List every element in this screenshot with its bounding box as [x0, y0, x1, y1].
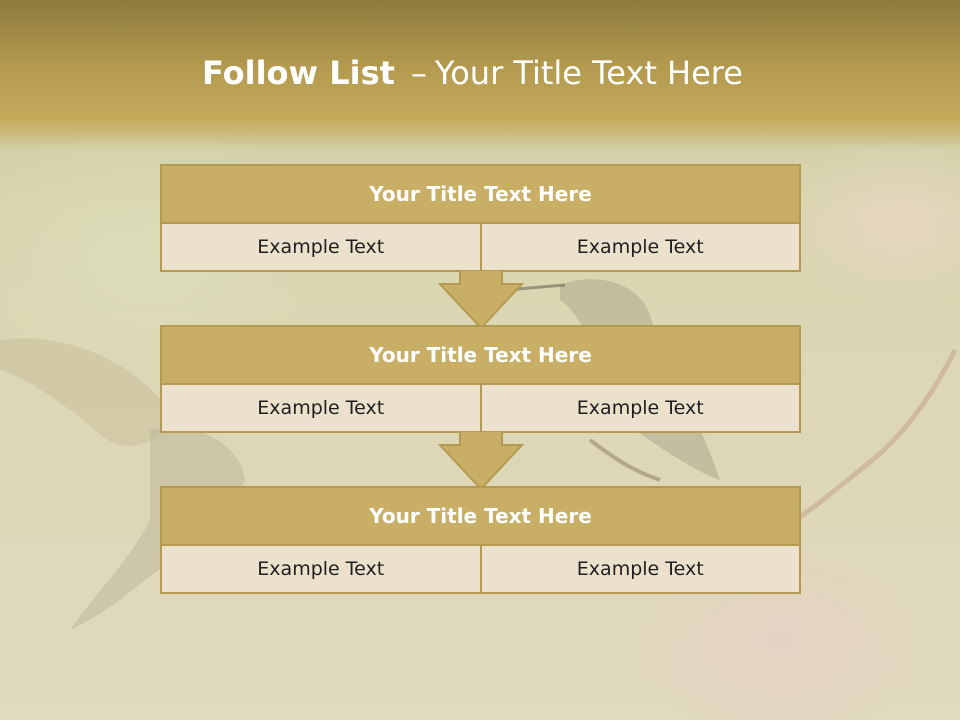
slide-title-rest: Your Title Text Here: [434, 54, 743, 92]
step-3-left-cell: Example Text: [162, 546, 480, 592]
down-arrow-icon: [438, 431, 524, 491]
title-banner: [0, 0, 960, 150]
slide-title-strong: Follow List: [202, 54, 395, 92]
step-title-1: Your Title Text Here: [162, 166, 799, 224]
step-title-3: Your Title Text Here: [162, 488, 799, 546]
step-box-2: Your Title Text Here Example Text Exampl…: [160, 325, 801, 433]
slide-title-dash: –: [410, 54, 427, 92]
step-title-2: Your Title Text Here: [162, 327, 799, 385]
step-box-1: Your Title Text Here Example Text Exampl…: [160, 164, 801, 272]
step-1-left-cell: Example Text: [162, 224, 480, 270]
down-arrow-icon: [438, 270, 524, 330]
step-2-right-cell: Example Text: [479, 385, 799, 431]
step-box-3: Your Title Text Here Example Text Exampl…: [160, 486, 801, 594]
step-2-left-cell: Example Text: [162, 385, 480, 431]
step-3-right-cell: Example Text: [479, 546, 799, 592]
slide-title: Follow List–Your Title Text Here: [0, 54, 945, 92]
step-1-right-cell: Example Text: [479, 224, 799, 270]
